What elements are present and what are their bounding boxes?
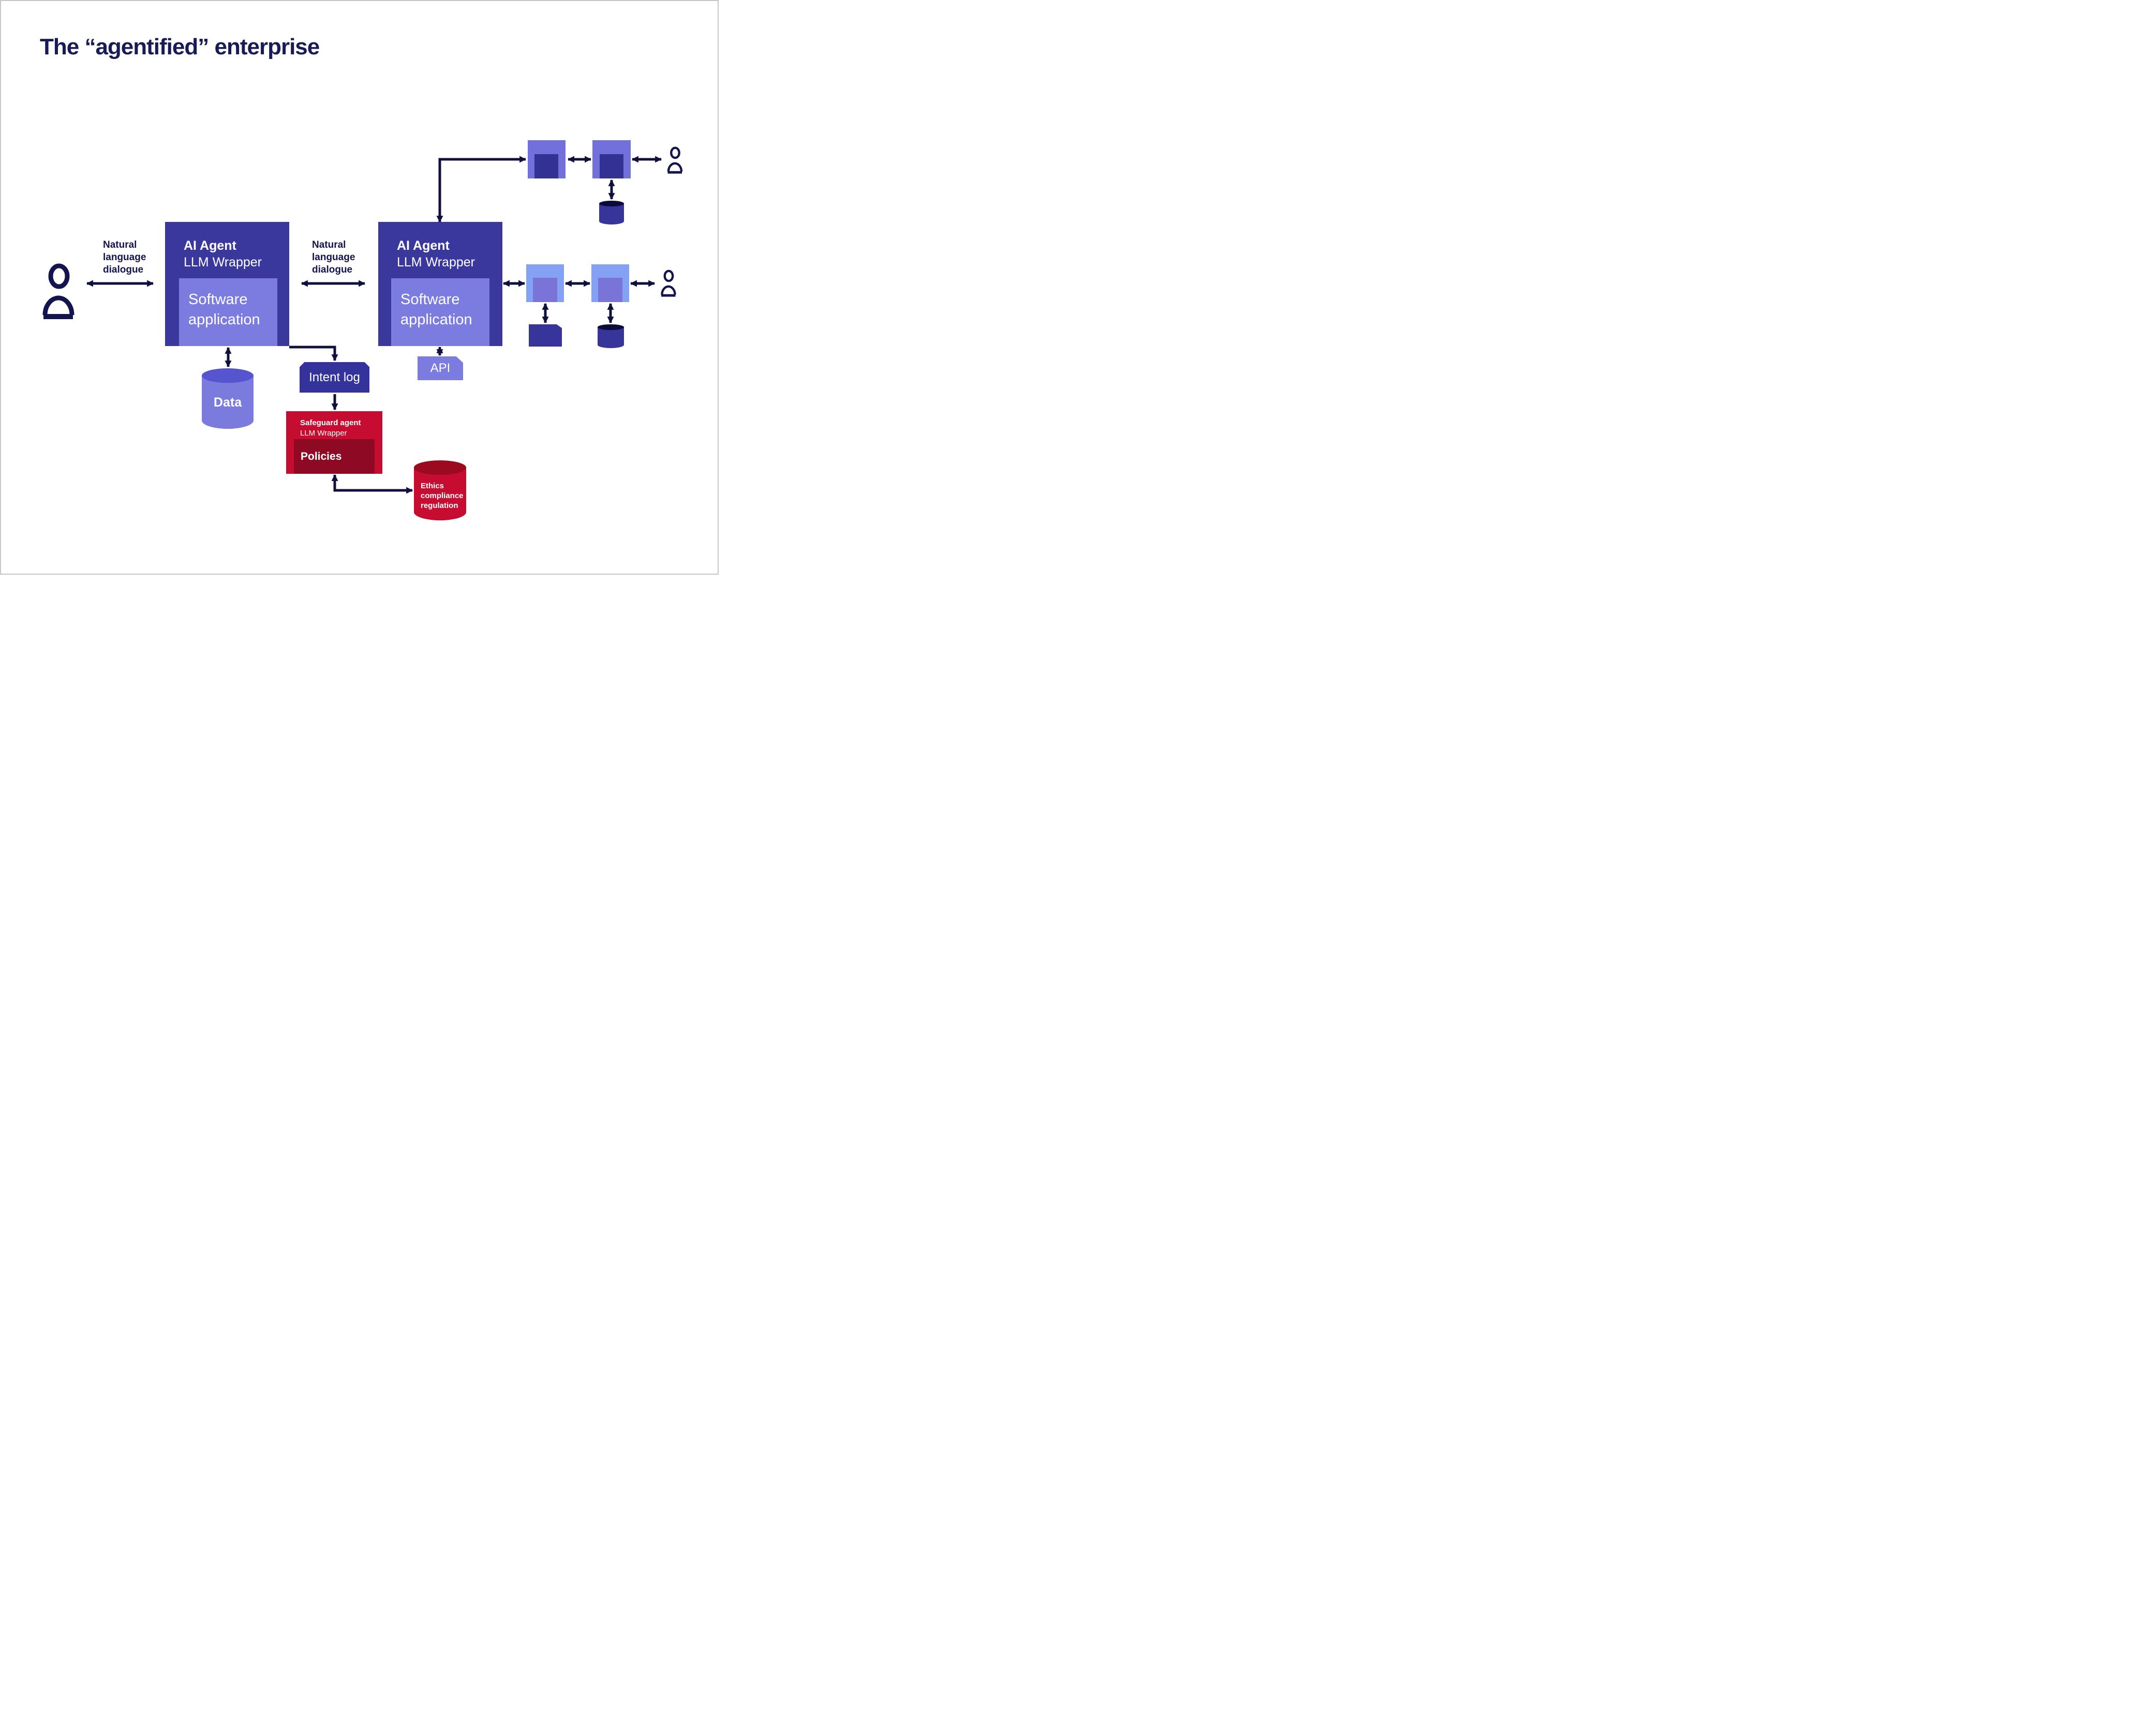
agent-node-inner (534, 154, 558, 178)
safeguard-agent-name: Safeguard agent (300, 418, 361, 427)
connector-safeguard-ethics (331, 474, 413, 494)
llm-wrapper-label: LLM Wrapper (300, 429, 347, 438)
ai-agent-box-2: AI Agent LLM Wrapper Software applicatio… (378, 222, 502, 346)
policies-box: Policies (294, 439, 375, 474)
llm-wrapper-label: LLM Wrapper (397, 255, 475, 269)
database-cylinder-icon (598, 324, 624, 348)
document-icon (529, 324, 562, 347)
agent-node-inner (533, 278, 557, 302)
intent-log-box: Intent log (300, 362, 369, 393)
agent-node (591, 264, 629, 302)
agent-node-inner (600, 154, 623, 178)
diagram-canvas: The “agentified” enterprise (0, 0, 719, 575)
data-cylinder: Data (202, 368, 254, 429)
natural-language-dialogue-label: Natural language dialogue (103, 239, 146, 275)
page-title: The “agentified” enterprise (40, 34, 320, 59)
connector-agent1-intentlog (289, 346, 338, 362)
ai-agent-name: AI Agent (184, 238, 236, 253)
agent-node (526, 264, 564, 302)
safeguard-agent-label: Safeguard agent LLM Wrapper (300, 418, 361, 439)
api-label: API (430, 361, 451, 375)
ai-agent-name: AI Agent (397, 238, 450, 253)
software-application-box-1: Software application (179, 278, 277, 346)
llm-wrapper-label: LLM Wrapper (184, 255, 262, 269)
software-application-box-2: Software application (391, 278, 489, 346)
api-box: API (418, 356, 463, 380)
ai-agent-label: AI Agent LLM Wrapper (397, 237, 475, 271)
safeguard-agent-box: Safeguard agent LLM Wrapper Policies (286, 411, 382, 474)
database-cylinder-icon (599, 201, 624, 224)
ai-agent-label: AI Agent LLM Wrapper (184, 237, 262, 271)
agent-node-inner (598, 278, 622, 302)
ethics-cylinder: Ethics compliance regulation (414, 460, 466, 520)
user-icon (664, 145, 686, 175)
ai-agent-box-1: AI Agent LLM Wrapper Software applicatio… (165, 222, 289, 346)
agent-node (528, 140, 566, 178)
intent-log-label: Intent log (309, 370, 360, 384)
data-label: Data (213, 395, 242, 410)
user-icon (656, 268, 680, 298)
user-icon (41, 260, 75, 322)
policies-label: Policies (301, 450, 342, 462)
ethics-label: Ethics compliance regulation (421, 482, 464, 510)
agent-node (592, 140, 631, 178)
connector-agent2-top-node (436, 156, 527, 223)
natural-language-dialogue-label: Natural language dialogue (312, 239, 355, 275)
